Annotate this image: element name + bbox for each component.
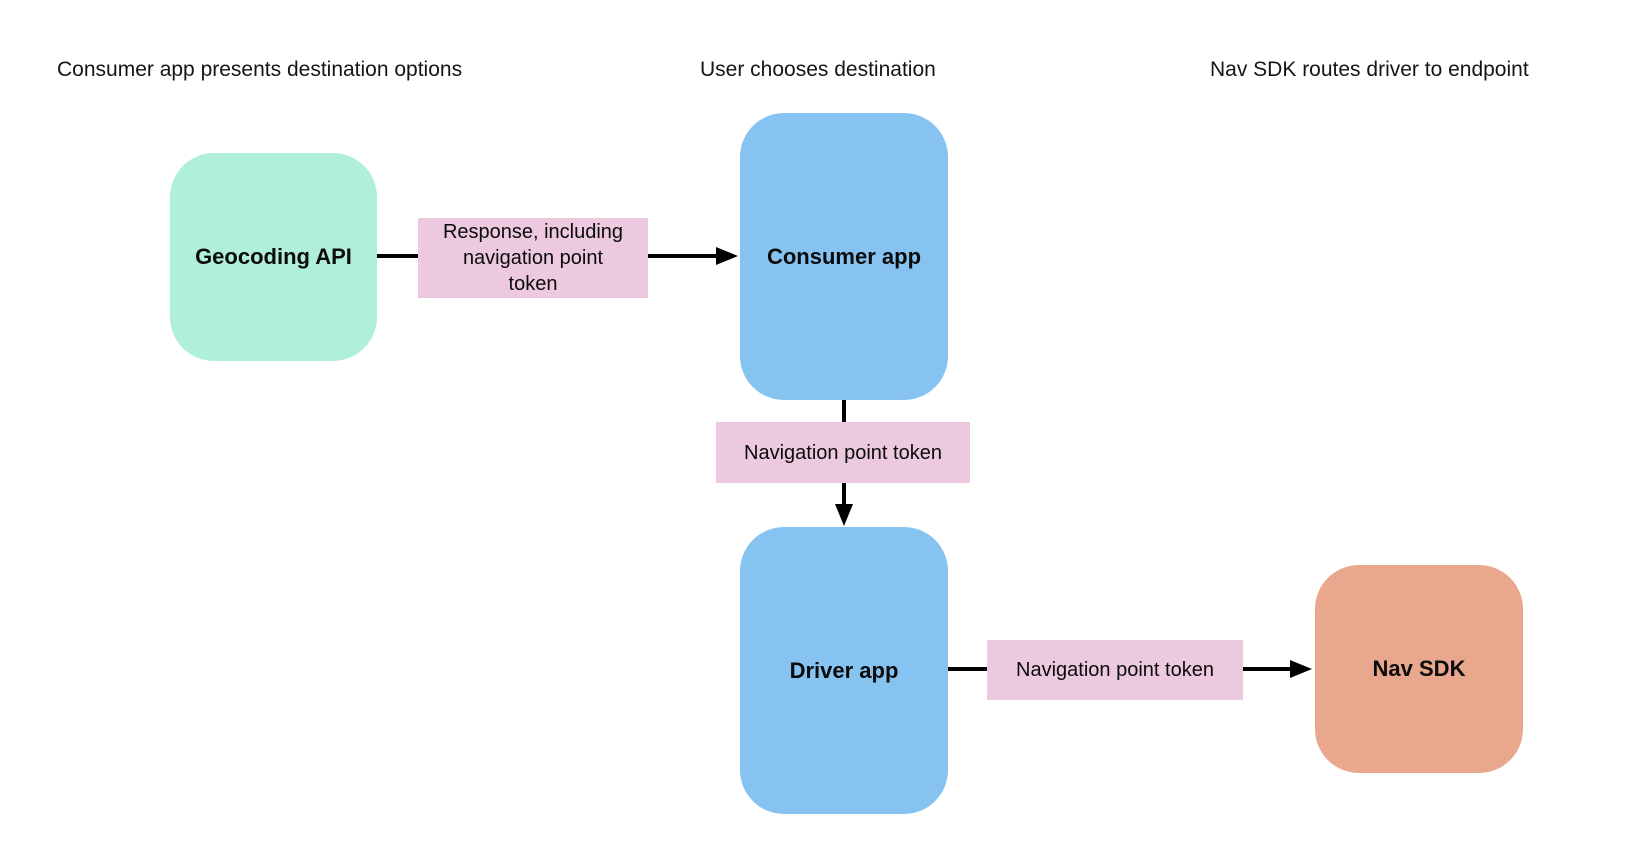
edge-label-navigation-point-token-2: Navigation point token (987, 640, 1243, 700)
column-header-consumer-presents: Consumer app presents destination option… (57, 58, 463, 81)
edge-label-text: Navigation point token (1016, 659, 1214, 681)
arrowhead-right-icon (1290, 660, 1312, 678)
node-consumer-app-label: Consumer app (766, 243, 922, 269)
edge-label-response-including-token: Response, including navigation point tok… (418, 218, 648, 298)
node-nav-sdk-label: Nav SDK (1372, 656, 1466, 681)
edge-label-text: Navigation point token (744, 441, 942, 464)
node-driver-app: Driver app (740, 527, 948, 814)
column-header-user-chooses: User chooses destination (700, 58, 936, 81)
node-consumer-app: Consumer app (740, 113, 948, 400)
edge-label-navigation-point-token-1: Navigation point token (716, 422, 970, 483)
node-geocoding-api-label: Geocoding API (195, 244, 352, 269)
edge-label-text: Response, including navigation point tok… (442, 221, 624, 295)
arrowhead-down-icon (835, 504, 853, 526)
node-driver-app-label: Driver app (789, 657, 899, 683)
arrowhead-right-icon (716, 247, 738, 265)
node-geocoding-api: Geocoding API (170, 153, 377, 361)
node-nav-sdk: Nav SDK (1315, 565, 1523, 773)
column-header-nav-sdk-routes: Nav SDK routes driver to endpoint (1210, 58, 1529, 81)
